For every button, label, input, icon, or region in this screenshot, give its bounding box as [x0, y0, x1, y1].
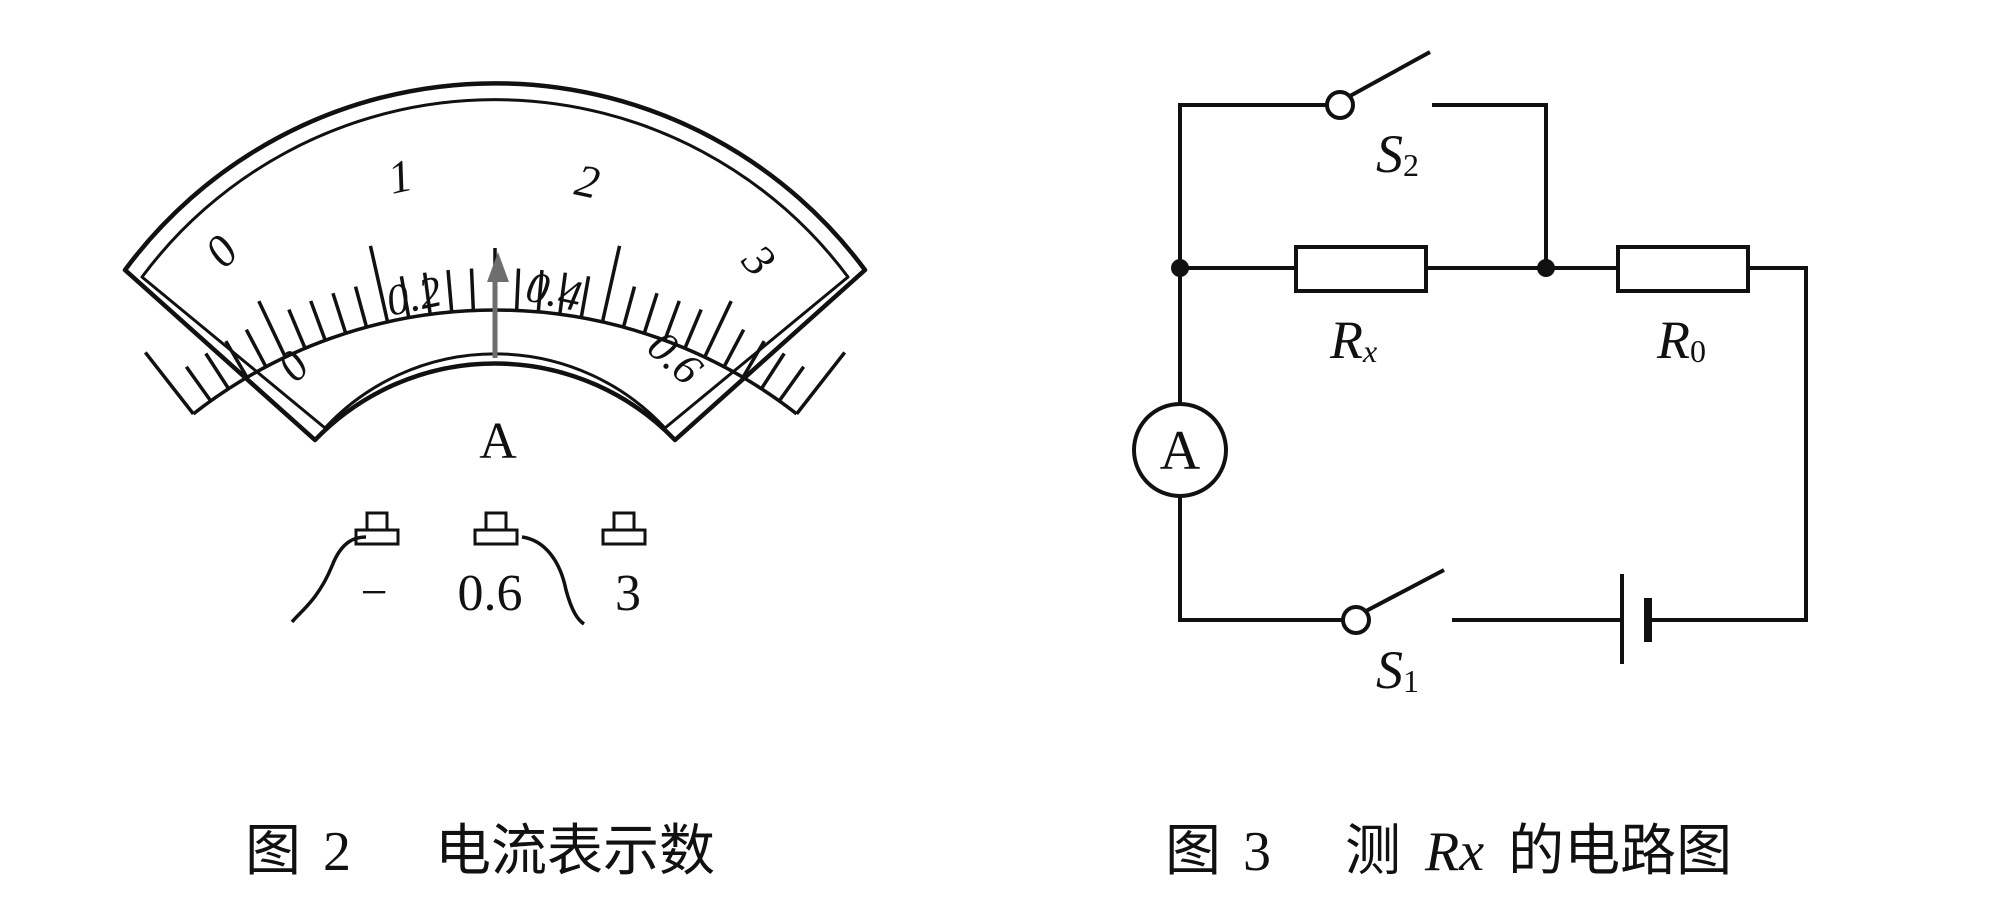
meter-scale-tick — [722, 328, 746, 368]
figure-2-caption-text: 电流表示数 — [435, 819, 715, 884]
meter-scale-tick — [579, 275, 591, 318]
figure-2-caption: 图 2 电流表示数 — [245, 819, 715, 884]
meter-scale-tick — [558, 272, 568, 315]
meter-scale-tick — [184, 365, 213, 402]
figure-3-caption-prefix: 图 — [1165, 819, 1221, 884]
terminal-label-minus: − — [360, 566, 387, 619]
junction-right — [1537, 259, 1555, 277]
meter-scale-tick — [224, 340, 249, 379]
meter-scale-tick — [703, 300, 733, 358]
meter-scale-ticks — [143, 245, 847, 416]
figure-3-circuit — [1132, 50, 1808, 664]
switch-s2-label-sub: 2 — [1403, 147, 1419, 183]
meter-scale-tick — [204, 352, 231, 390]
switch-s2-label-main: S — [1376, 124, 1403, 184]
terminal-label-0-6: 0.6 — [458, 565, 523, 622]
resistor-r0-label: R0 — [1656, 310, 1706, 370]
figure-2-ammeter: 0 1 2 3 0 0.2 0.4 0.6 A − 0.6 3 图 2 电流表示… — [122, 81, 868, 884]
lead-wire-right — [521, 535, 586, 626]
switch-s2-label: S2 — [1376, 124, 1419, 184]
meter-scale-tick — [642, 292, 659, 334]
resistor-r0-label-sub: 0 — [1690, 333, 1706, 369]
switch-s2-blade — [1349, 50, 1431, 98]
resistor-r0-label-main: R — [1656, 310, 1690, 370]
meter-scale-tick — [469, 268, 476, 311]
terminal-label-3: 3 — [615, 565, 641, 622]
meter-scale-tick — [244, 328, 268, 368]
switch-s1-pivot — [1341, 605, 1371, 635]
meter-scale-tick — [741, 340, 766, 379]
lower-scale-label-0-4: 0.4 — [522, 262, 586, 321]
resistor-rx-label-main: R — [1329, 310, 1363, 370]
resistor-rx-label: Rx — [1329, 310, 1377, 370]
resistor-rx — [1294, 245, 1428, 293]
ammeter-symbol: A — [1160, 420, 1201, 482]
resistor-r0 — [1616, 245, 1750, 293]
switch-s1-label-sub: 1 — [1403, 663, 1419, 699]
figure-3-caption-suffix: 的电路图 — [1508, 819, 1732, 884]
figure-2-caption-prefix: 图 — [245, 819, 301, 884]
figure-3-caption-measure: 测 — [1345, 819, 1401, 884]
meter-scale-tick — [309, 300, 327, 341]
meter-scale-tick — [422, 272, 432, 315]
meter-scale-tick — [514, 268, 521, 311]
meter-scale-tick — [536, 269, 544, 313]
lower-scale-label-0-2: 0.2 — [382, 266, 446, 325]
figure-3-caption: 图 3 测 Rx 的电路图 — [1165, 819, 1732, 884]
meter-symbol: A — [479, 413, 517, 470]
meter-scale-tick — [600, 245, 622, 323]
switch-s2-pivot — [1325, 90, 1355, 120]
meter-scale-tick — [353, 286, 369, 328]
meter-scale-tick — [368, 245, 390, 323]
switch-s1-label: S1 — [1376, 640, 1419, 700]
wire-left-lower — [1178, 496, 1342, 622]
meter-scale-tick — [257, 300, 287, 358]
switch-s1-label-main: S — [1376, 640, 1403, 700]
meter-scale-tick — [331, 292, 348, 334]
figure-3-caption-rx: Rx — [1424, 821, 1484, 883]
meter-scale-tick — [777, 365, 806, 402]
terminal-posts — [354, 511, 647, 546]
switch-s1-blade — [1365, 568, 1445, 613]
wire-s2-branch — [1178, 103, 1548, 268]
meter-scale-tick — [683, 308, 703, 349]
meter-scale-tick — [399, 275, 411, 318]
resistor-rx-label-sub: x — [1362, 333, 1377, 369]
meter-scale-tick — [795, 351, 847, 415]
meter-pointer-arrowhead — [487, 252, 509, 282]
meter-scale-tick — [446, 269, 454, 313]
meter-scale-tick — [621, 286, 637, 328]
lead-wire-left — [290, 535, 367, 624]
meter-scale-tick — [759, 352, 786, 390]
wire-right-side — [1648, 266, 1808, 622]
figure-3-caption-number: 3 — [1243, 821, 1271, 883]
meter-scale-tick — [663, 300, 681, 341]
figure-2-caption-number: 2 — [323, 821, 351, 883]
meter-scale-tick — [287, 308, 307, 349]
figure-3-labels: A S2 S1 Rx R0 图 3 测 Rx 的电路图 — [1160, 124, 1732, 884]
meter-scale-tick — [143, 351, 195, 415]
